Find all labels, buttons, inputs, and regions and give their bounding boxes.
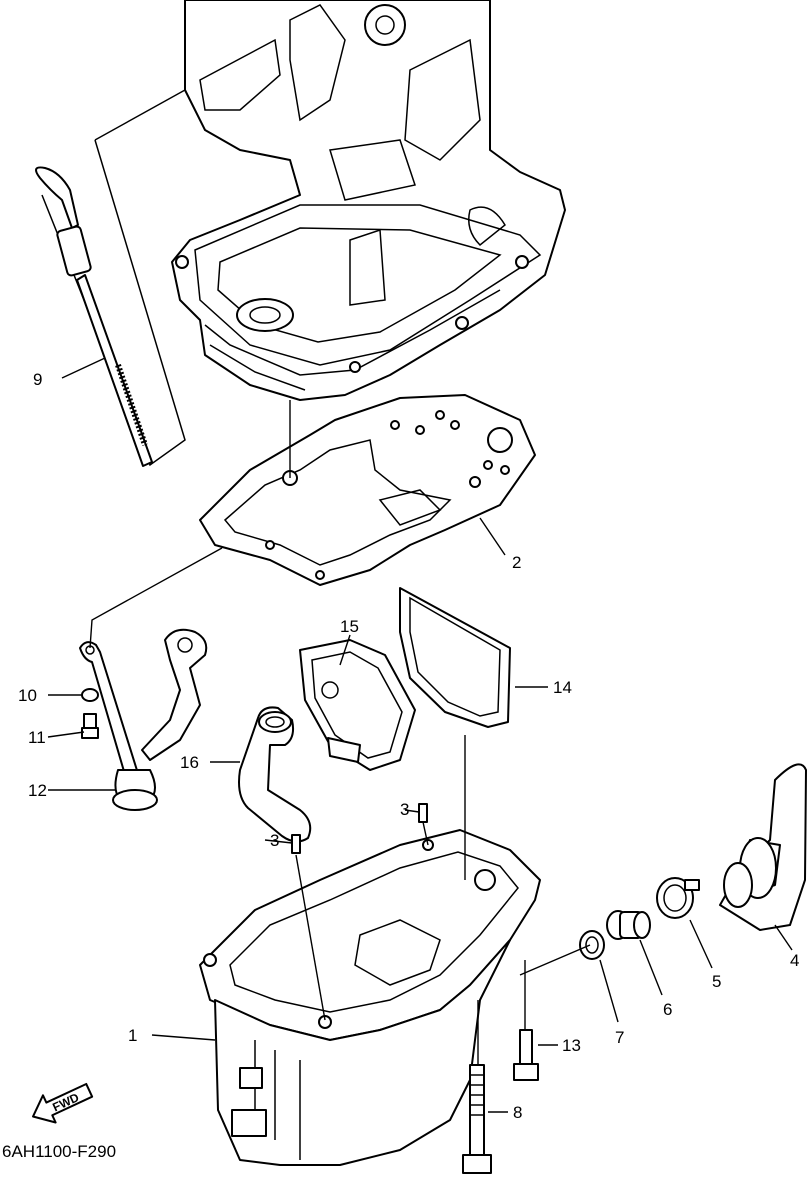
washer-10 bbox=[81, 688, 99, 702]
dipstick bbox=[35, 139, 186, 467]
forward-direction-arrow: FWD bbox=[31, 1082, 94, 1124]
hose bbox=[238, 706, 312, 843]
dowel-pin-right bbox=[418, 803, 428, 823]
diagram-code: 6AH1100-F290 bbox=[2, 1142, 116, 1161]
clip-5 bbox=[656, 877, 700, 919]
assembly-lines bbox=[89, 89, 591, 1065]
fwd-label: FWD bbox=[50, 1090, 81, 1114]
callout-labels: 9 2 15 14 10 11 16 12 3 3 4 5 6 7 1 13 8 bbox=[18, 370, 799, 1122]
gasket bbox=[199, 394, 536, 586]
oil-strainer bbox=[299, 639, 416, 771]
bolt-9 bbox=[81, 713, 99, 739]
callout-16: 16 bbox=[180, 753, 199, 772]
dowel-pin-left bbox=[291, 834, 301, 854]
callout-7: 7 bbox=[615, 1028, 624, 1047]
callout-9: 11 bbox=[28, 728, 46, 747]
oil-pan bbox=[199, 829, 541, 1166]
callout-13: 13 bbox=[562, 1036, 581, 1055]
callout-3b: 3 bbox=[270, 831, 279, 850]
dipstick-guide bbox=[79, 628, 208, 811]
callout-11: 9 bbox=[33, 370, 42, 389]
engine-block bbox=[171, 0, 566, 401]
exhaust-guide-plate bbox=[719, 763, 807, 931]
callout-3a: 3 bbox=[400, 800, 409, 819]
bolt-12 bbox=[462, 1064, 492, 1174]
seal bbox=[399, 587, 511, 728]
callout-10: 10 bbox=[18, 686, 37, 705]
callout-8: 12 bbox=[28, 781, 47, 800]
callout-4: 4 bbox=[790, 951, 799, 970]
callout-leaders bbox=[47, 357, 793, 1113]
callout-12: 8 bbox=[513, 1103, 522, 1122]
callout-5: 5 bbox=[712, 972, 721, 991]
bolt-13 bbox=[513, 1029, 539, 1081]
callout-2: 2 bbox=[512, 553, 521, 572]
callout-1: 1 bbox=[128, 1026, 137, 1045]
callout-14: 15 bbox=[340, 617, 359, 636]
washer-7 bbox=[579, 930, 605, 960]
callout-15: 14 bbox=[553, 678, 572, 697]
drain-plug-6 bbox=[606, 910, 651, 940]
callout-6: 6 bbox=[663, 1000, 672, 1019]
